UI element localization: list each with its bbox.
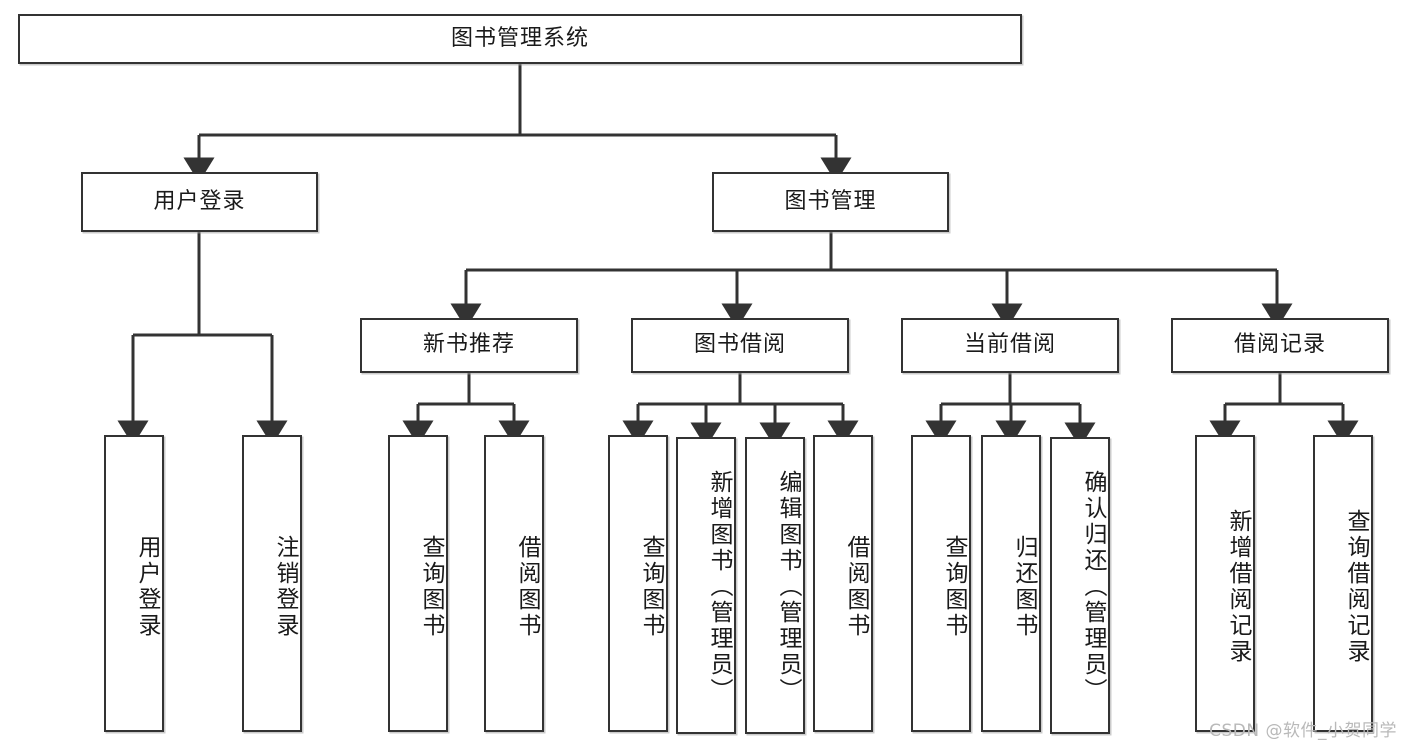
node-current-borrow-label: 当前借阅: [963, 332, 1056, 358]
node-borrow-record-label: 借阅记录: [1233, 332, 1326, 358]
watermark: CSDN @软件_小贺同学: [1209, 721, 1397, 741]
leaf-query-book-current[interactable]: 查询图书: [911, 435, 971, 732]
leaf-query-book-borrow[interactable]: 查询图书: [608, 435, 668, 732]
leaf-label: 用户登录: [134, 534, 160, 639]
node-new-book-recommend-label: 新书推荐: [422, 332, 515, 358]
leaf-label: 查询借阅记录: [1343, 508, 1369, 665]
node-borrow-record[interactable]: 借阅记录: [1171, 318, 1389, 373]
node-root-label: 图书管理系统: [450, 25, 589, 51]
leaf-query-borrow-record[interactable]: 查询借阅记录: [1313, 435, 1373, 732]
leaf-label: 借阅图书: [843, 534, 869, 639]
node-book-management[interactable]: 图书管理: [712, 172, 949, 232]
leaf-label: 查询图书: [418, 534, 444, 639]
leaf-return-book[interactable]: 归还图书: [981, 435, 1041, 732]
node-current-borrow[interactable]: 当前借阅: [901, 318, 1119, 373]
node-root[interactable]: 图书管理系统: [18, 14, 1022, 64]
node-book-borrow-label: 图书借阅: [693, 332, 786, 358]
node-new-book-recommend[interactable]: 新书推荐: [360, 318, 578, 373]
node-book-management-label: 图书管理: [784, 188, 877, 214]
leaf-add-book-admin[interactable]: 新增图书（管理员）: [676, 437, 736, 734]
leaf-label: 新增图书（管理员）: [706, 470, 732, 704]
leaf-borrow-book[interactable]: 借阅图书: [813, 435, 873, 732]
leaf-label: 借阅图书: [514, 534, 540, 639]
node-user-login[interactable]: 用户登录: [81, 172, 318, 232]
leaf-label: 编辑图书（管理员）: [775, 470, 801, 704]
leaf-label: 注销登录: [272, 534, 298, 639]
leaf-edit-book-admin[interactable]: 编辑图书（管理员）: [745, 437, 805, 734]
node-user-login-label: 用户登录: [153, 188, 246, 214]
leaf-label: 归还图书: [1011, 534, 1037, 639]
leaf-label: 确认归还（管理员）: [1080, 470, 1106, 704]
leaf-confirm-return-admin[interactable]: 确认归还（管理员）: [1050, 437, 1110, 734]
leaf-user-login[interactable]: 用户登录: [104, 435, 164, 732]
leaf-label: 查询图书: [638, 534, 664, 639]
leaf-add-borrow-record[interactable]: 新增借阅记录: [1195, 435, 1255, 732]
leaf-logout[interactable]: 注销登录: [242, 435, 302, 732]
leaf-label: 查询图书: [941, 534, 967, 639]
node-book-borrow[interactable]: 图书借阅: [631, 318, 849, 373]
leaf-borrow-book-newbook[interactable]: 借阅图书: [484, 435, 544, 732]
leaf-query-book-newbook[interactable]: 查询图书: [388, 435, 448, 732]
leaf-label: 新增借阅记录: [1225, 508, 1251, 665]
